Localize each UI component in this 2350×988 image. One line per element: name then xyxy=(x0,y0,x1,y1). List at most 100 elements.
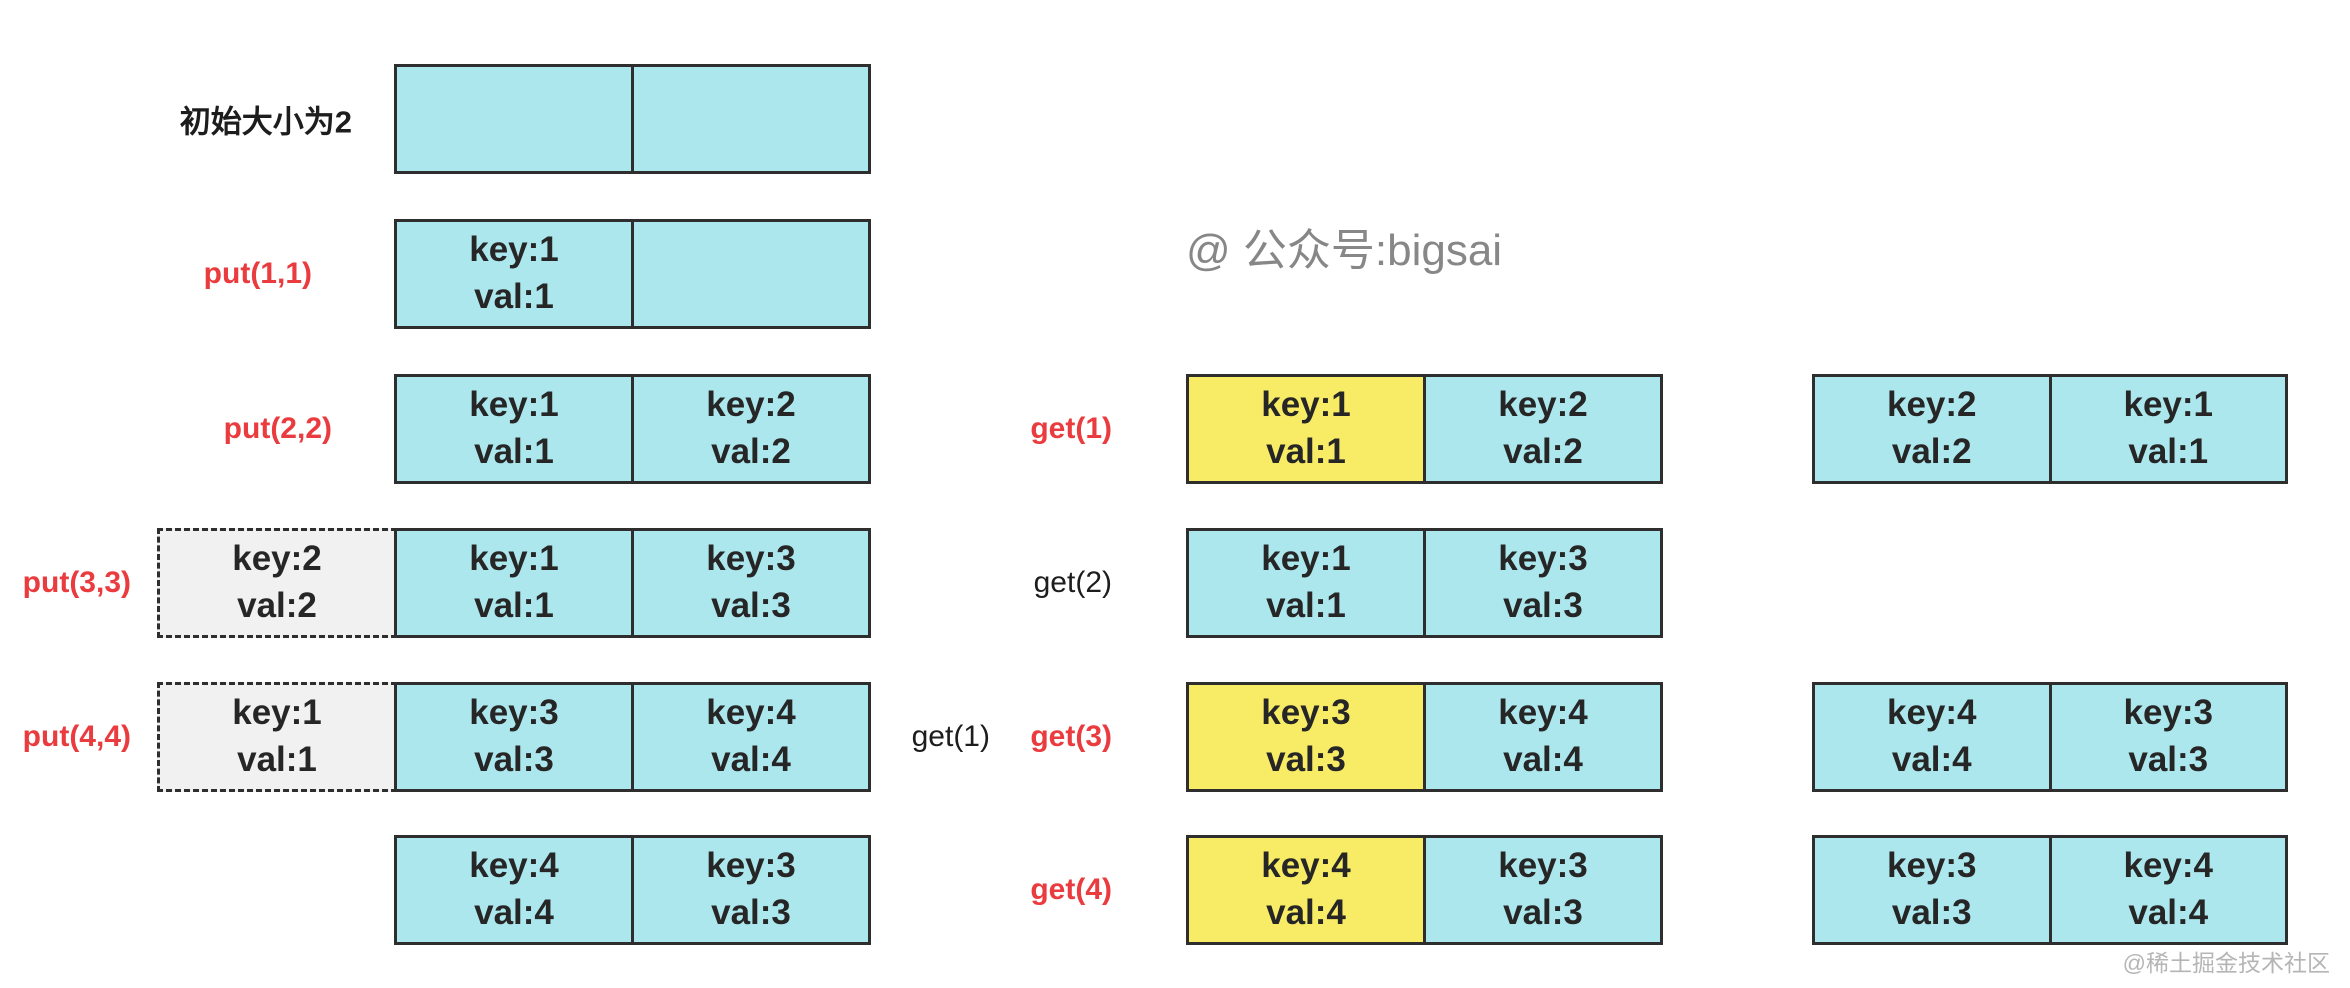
step-row-put22: put(2,2) key:1 val:1 key:2 val:2 get(1) … xyxy=(0,374,2350,484)
cell-val: val:4 xyxy=(1891,740,1972,779)
watermark-corner: @稀土掘金技术社区 xyxy=(2122,950,2330,976)
cache-cell: key:3 val:3 xyxy=(1423,531,1660,635)
cache-cell: key:1 val:1 xyxy=(397,377,631,481)
cell-key: key:2 xyxy=(706,385,796,425)
cache-cell: key:4 val:4 xyxy=(1423,685,1660,789)
cell-key: key:1 xyxy=(1261,385,1351,425)
step-label: put(4,4) xyxy=(22,720,131,753)
cell-val: val:3 xyxy=(1503,586,1583,625)
cell-key: key:4 xyxy=(1886,693,1977,733)
cache-cell: key:4 val:4 xyxy=(1815,685,2049,789)
step-row-put33: put(3,3) key:2 val:2 key:1 val:1 key:3 v… xyxy=(0,528,2350,638)
cache-cell: key:3 val:3 xyxy=(1815,838,2049,942)
cache-cell: key:2 val:2 xyxy=(631,377,868,481)
cell-val: val:1 xyxy=(237,740,317,779)
cell-key: key:2 xyxy=(1886,385,1977,425)
cache-cell xyxy=(631,67,868,171)
step-label: put(2,2) xyxy=(223,412,332,445)
cell-key: key:4 xyxy=(469,846,559,886)
step-label: 初始大小为2 xyxy=(179,104,352,140)
cache-box-after-get: key:4 val:4 key:3 val:3 xyxy=(1186,835,1663,945)
cell-val: val:1 xyxy=(1266,432,1346,471)
cache-cell: key:4 val:4 xyxy=(2048,838,2285,942)
cell-key: key:1 xyxy=(1261,539,1351,579)
cache-cell: key:1 val:1 xyxy=(397,531,631,635)
cell-key: key:1 xyxy=(232,693,322,733)
cache-cell xyxy=(631,222,868,326)
cache-cell: key:1 val:1 xyxy=(1189,531,1423,635)
watermark-center: @ 公众号:bigsai xyxy=(1186,226,1503,275)
get-operation-labels: get(4) xyxy=(860,873,1112,907)
cache-cell: key:1 val:1 xyxy=(2048,377,2285,481)
cell-key: key:2 xyxy=(1498,385,1588,425)
cell-key: key:4 xyxy=(2123,846,2214,886)
cell-key: key:3 xyxy=(1498,539,1588,579)
get-label: get(3) xyxy=(1030,720,1112,753)
evicted-entry-box: key:1 val:1 xyxy=(157,682,397,792)
cache-box-reordered: key:2 val:2 key:1 val:1 xyxy=(1812,374,2288,484)
cell-key: key:3 xyxy=(1886,846,1977,886)
cache-cell: key:2 val:2 xyxy=(1423,377,1660,481)
cell-val: val:4 xyxy=(711,740,791,779)
cell-key: key:3 xyxy=(1498,846,1588,886)
step-label: put(1,1) xyxy=(203,257,312,290)
cell-key: key:4 xyxy=(1261,846,1351,886)
cell-val: val:1 xyxy=(474,277,554,316)
cell-val: val:3 xyxy=(1891,893,1972,932)
cache-cell: key:1 val:1 xyxy=(397,222,631,326)
cache-cell: key:4 val:4 xyxy=(1189,838,1423,942)
cache-box-after-get: key:3 val:3 key:4 val:4 xyxy=(1186,682,1663,792)
step-row-final: key:4 val:4 key:3 val:3 get(4) key:4 val… xyxy=(0,835,2350,945)
cell-val: val:2 xyxy=(1891,432,1972,471)
cell-val: val:4 xyxy=(1503,740,1583,779)
evicted-entry-box: key:2 val:2 xyxy=(157,528,397,638)
cell-val: val:3 xyxy=(711,586,791,625)
cache-cell: key:3 val:3 xyxy=(1189,685,1423,789)
cell-val: val:3 xyxy=(1503,893,1583,932)
cache-box-reordered: key:3 val:3 key:4 val:4 xyxy=(1812,835,2288,945)
cell-val: val:2 xyxy=(711,432,791,471)
cell-key: key:3 xyxy=(2123,693,2214,733)
step-row-put44: put(4,4) key:1 val:1 key:3 val:3 key:4 v… xyxy=(0,682,2350,792)
cache-cell: key:2 val:2 xyxy=(1815,377,2049,481)
cell-val: val:4 xyxy=(2128,893,2209,932)
cache-cell: key:3 val:3 xyxy=(631,838,868,942)
cell-key: key:4 xyxy=(1498,693,1588,733)
cell-key: key:3 xyxy=(469,693,559,733)
cache-box-reordered: key:4 val:4 key:3 val:3 xyxy=(1812,682,2288,792)
cell-key: key:1 xyxy=(469,230,559,270)
cache-cell: key:4 val:4 xyxy=(397,838,631,942)
cache-box-after-get: key:1 val:1 key:2 val:2 xyxy=(1186,374,1663,484)
get-label: get(1) xyxy=(1030,412,1112,445)
cell-key: key:3 xyxy=(706,539,796,579)
cell-key: key:1 xyxy=(469,539,559,579)
cell-val: val:1 xyxy=(1266,586,1346,625)
cache-box: key:3 val:3 key:4 val:4 xyxy=(394,682,871,792)
cache-cell: key:3 val:3 xyxy=(397,685,631,789)
cell-val: val:1 xyxy=(474,586,554,625)
cache-cell xyxy=(397,67,631,171)
cache-box-after-get: key:1 val:1 key:3 val:3 xyxy=(1186,528,1663,638)
cache-cell: key:3 val:3 xyxy=(1423,838,1660,942)
cell-val: val:4 xyxy=(474,893,554,932)
cache-box: key:1 val:1 xyxy=(394,219,871,329)
cell-val: val:1 xyxy=(2128,432,2209,471)
step-label: put(3,3) xyxy=(22,566,131,599)
get-operation-labels: get(1) xyxy=(860,412,1112,446)
cell-val: val:3 xyxy=(2128,740,2209,779)
cache-cell: key:1 val:1 xyxy=(1189,377,1423,481)
get-label: get(2) xyxy=(1033,566,1112,599)
cell-key: key:4 xyxy=(706,693,796,733)
cell-val: val:2 xyxy=(237,586,317,625)
cache-cell: key:4 val:4 xyxy=(631,685,868,789)
cell-val: val:1 xyxy=(474,432,554,471)
get-operation-labels: get(1) get(3) xyxy=(860,720,1112,754)
cell-val: val:3 xyxy=(474,740,554,779)
cell-key: key:2 xyxy=(232,539,322,579)
get-operation-labels: get(2) xyxy=(860,566,1112,600)
cell-key: key:1 xyxy=(469,385,559,425)
cell-val: val:3 xyxy=(1266,740,1346,779)
cell-key: key:3 xyxy=(1261,693,1351,733)
cache-box: key:4 val:4 key:3 val:3 xyxy=(394,835,871,945)
